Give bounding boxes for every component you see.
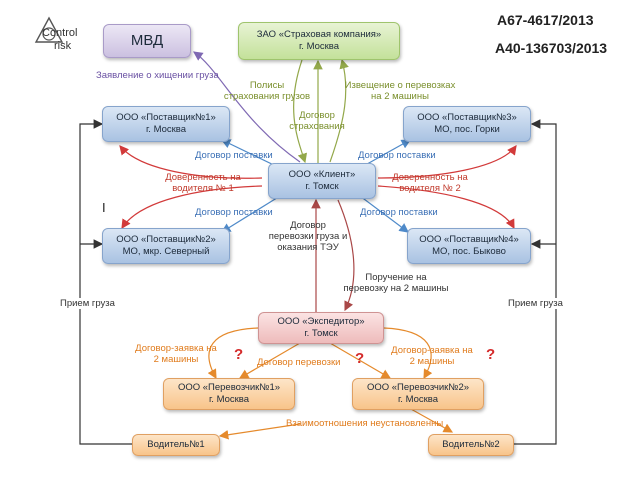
label-theft-claim: Заявление о хищении груза bbox=[96, 70, 219, 81]
label-transport-contract: Договор перевозки груза и оказания ТЭУ bbox=[256, 220, 360, 253]
edge-poa-1-bottom bbox=[121, 185, 263, 230]
node-supplier-1-city: г. Москва bbox=[145, 124, 187, 135]
label-notice: Извещение о перевозках на 2 машины bbox=[335, 80, 465, 102]
label-transport-line2: перевозки груза и bbox=[268, 231, 348, 242]
node-driver-1: Водитель№1 bbox=[132, 434, 220, 456]
node-carrier-2-name: ООО «Перевозчик№2» bbox=[366, 382, 470, 393]
label-policies-line2: страхования грузов bbox=[223, 91, 311, 102]
label-transport-line1: Договор bbox=[290, 220, 326, 231]
node-carrier-1-name: ООО «Перевозчик№1» bbox=[177, 382, 281, 393]
label-transport-line3: оказания ТЭУ bbox=[277, 242, 339, 253]
label-undefined-relations: Взаимоотношения неустановленны bbox=[286, 418, 444, 429]
node-driver-1-label: Водитель№1 bbox=[147, 439, 205, 450]
node-driver-2-label: Водитель№2 bbox=[442, 439, 500, 450]
label-poa-1-line1: Доверенность на bbox=[165, 172, 241, 183]
label-request-left-line2: 2 машины bbox=[153, 354, 199, 365]
node-mvd: МВД bbox=[103, 24, 191, 58]
edge-accept-right bbox=[514, 119, 557, 445]
label-transport-order: Поручение на перевозку на 2 машины bbox=[336, 272, 456, 294]
edge-undefined-left bbox=[218, 423, 301, 440]
node-supplier-3: ООО «Поставщик№3» МО, пос. Горки bbox=[403, 106, 531, 142]
node-supplier-3-city: МО, пос. Горки bbox=[434, 124, 500, 135]
node-insurance-city: г. Москва bbox=[298, 41, 340, 52]
node-mvd-label: МВД bbox=[130, 32, 164, 49]
node-supplier-3-name: ООО «Поставщик№3» bbox=[417, 112, 517, 123]
node-forwarder-name: ООО «Экспедитор» bbox=[277, 316, 365, 327]
label-policies-line1: Полисы bbox=[249, 80, 285, 91]
node-supplier-4-name: ООО «Поставщик№4» bbox=[419, 234, 519, 245]
node-supplier-2: ООО «Поставщик№2» МО, мкр. Северный bbox=[102, 228, 230, 264]
edge-policies bbox=[293, 59, 308, 164]
label-order-line2: перевозку на 2 машины bbox=[343, 283, 449, 294]
label-request-right-line2: 2 машины bbox=[409, 356, 455, 367]
question-mark-right: ? bbox=[486, 346, 496, 363]
node-forwarder: ООО «Экспедитор» г. Томск bbox=[258, 312, 384, 344]
node-carrier-2: ООО «Перевозчик№2» г. Москва bbox=[352, 378, 484, 410]
label-supply-contract-br: Договор поставки bbox=[360, 207, 438, 218]
node-supplier-2-name: ООО «Поставщик№2» bbox=[116, 234, 216, 245]
node-supplier-4-city: МО, пос. Быково bbox=[432, 246, 506, 257]
label-poa-2-line1: Доверенность на bbox=[392, 172, 468, 183]
edge-carriage-right bbox=[329, 342, 392, 379]
label-request-right-line1: Договор-заявка на bbox=[391, 345, 473, 356]
edge-poa-2-bottom bbox=[377, 185, 515, 230]
label-poa-1-line2: водителя № 1 bbox=[172, 183, 234, 194]
logo-text-risk: risk bbox=[54, 40, 72, 52]
label-insurance-contract: Договор страхования bbox=[282, 110, 352, 132]
label-request-left: Договор-заявка на 2 машины bbox=[130, 343, 222, 365]
question-mark-center: ? bbox=[355, 350, 365, 367]
control-risk-logo: Control risk bbox=[32, 14, 92, 60]
edge-request-left bbox=[207, 327, 259, 380]
node-forwarder-city: г. Томск bbox=[304, 328, 338, 339]
node-carrier-1-city: г. Москва bbox=[208, 394, 250, 405]
label-carriage-contract: Договор перевозки bbox=[257, 357, 341, 368]
node-supplier-4: ООО «Поставщик№4» МО, пос. Быково bbox=[407, 228, 531, 264]
node-insurance-company: ЗАО «Страховая компания» г. Москва bbox=[238, 22, 400, 60]
label-supply-contract-bl: Договор поставки bbox=[195, 207, 273, 218]
label-notice-line2: на 2 машины bbox=[371, 91, 429, 102]
label-notice-line1: Извещение о перевозках bbox=[344, 80, 456, 91]
logo-triangle-icon bbox=[34, 16, 64, 43]
label-request-left-line1: Договор-заявка на bbox=[135, 343, 217, 354]
node-driver-2: Водитель№2 bbox=[428, 434, 514, 456]
text-cursor-icon: I bbox=[102, 200, 106, 215]
label-accept-cargo-left: Прием груза bbox=[60, 298, 115, 309]
label-order-line1: Поручение на bbox=[365, 272, 427, 283]
node-client-city: г. Томск bbox=[305, 181, 339, 192]
node-insurance-name: ЗАО «Страховая компания» bbox=[256, 29, 382, 40]
label-request-right: Договор-заявка на 2 машины bbox=[386, 345, 478, 367]
node-client: ООО «Клиент» г. Томск bbox=[268, 163, 376, 199]
label-insurance-contract-line2: страхования bbox=[289, 121, 345, 132]
edge-notice bbox=[329, 58, 349, 163]
label-policies: Полисы страхования грузов bbox=[212, 80, 322, 102]
edge-request-right bbox=[383, 327, 433, 380]
node-supplier-1: ООО «Поставщик№1» г. Москва bbox=[102, 106, 230, 142]
node-supplier-2-city: МО, мкр. Северный bbox=[122, 246, 210, 257]
edge-theft-claim bbox=[193, 51, 301, 163]
edge-poa-1-top bbox=[119, 145, 263, 179]
edge-supply-br bbox=[359, 195, 409, 233]
label-poa-driver-1: Доверенность на водителя № 1 bbox=[158, 172, 248, 194]
node-carrier-2-city: г. Москва bbox=[397, 394, 439, 405]
label-supply-contract-tr: Договор поставки bbox=[358, 150, 436, 161]
case-number-1: А67-4617/2013 bbox=[497, 12, 594, 28]
node-client-name: ООО «Клиент» bbox=[288, 169, 356, 180]
edge-poa-2-top bbox=[377, 145, 517, 179]
label-supply-contract-tl: Договор поставки bbox=[195, 150, 273, 161]
edge-transport-order bbox=[337, 199, 355, 312]
node-supplier-1-name: ООО «Поставщик№1» bbox=[116, 112, 216, 123]
label-accept-cargo-right: Прием груза bbox=[508, 298, 563, 309]
label-poa-driver-2: Доверенность на водителя № 2 bbox=[385, 172, 475, 194]
logo-text-control: Control bbox=[42, 27, 78, 39]
label-poa-2-line2: водителя № 2 bbox=[399, 183, 461, 194]
label-insurance-contract-line1: Договор bbox=[299, 110, 335, 121]
edge-accept-left bbox=[79, 119, 168, 445]
question-mark-left: ? bbox=[234, 346, 244, 363]
case-number-2: А40-136703/2013 bbox=[495, 40, 608, 56]
node-carrier-1: ООО «Перевозчик№1» г. Москва bbox=[163, 378, 295, 410]
edge-supply-bl bbox=[220, 195, 281, 233]
edge-carriage-left bbox=[238, 342, 301, 379]
